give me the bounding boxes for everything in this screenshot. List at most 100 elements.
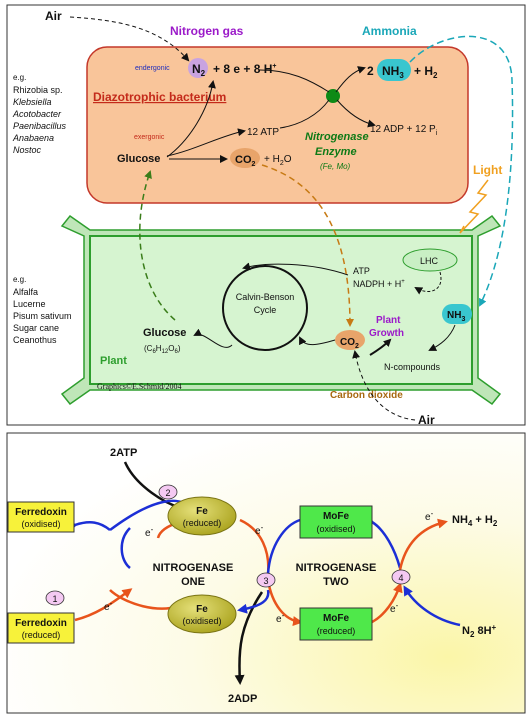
plant-atp: ATP	[353, 266, 370, 276]
fe-reduced-label-2: (reduced)	[183, 518, 222, 528]
step-3-circle	[256, 572, 276, 588]
bacterium-box	[86, 46, 469, 204]
svg-text:e.g.: e.g.	[13, 275, 26, 284]
example-item: Pisum sativum	[13, 311, 72, 321]
calvin-cycle	[222, 265, 308, 351]
light-bolt	[459, 179, 489, 234]
plant-glucose: Glucose	[143, 327, 186, 339]
svg-text:e-: e-	[390, 601, 399, 615]
h2-text: + H2	[414, 64, 438, 80]
plant-growth-2: Growth	[369, 328, 404, 339]
co2-text: CO2	[235, 154, 256, 168]
example-item: Paenibacillus	[13, 121, 67, 131]
nitrogenase-two-label-1: NITROGENASE	[296, 562, 377, 574]
svg-text:e-: e-	[145, 525, 154, 539]
mofe-ox-label-2: (oxidised)	[316, 524, 355, 534]
enzyme-label-2: Enzyme	[315, 146, 357, 158]
example-item: Rhizobia sp.	[13, 85, 63, 95]
ferredoxin-red-label-1: Ferredoxin	[15, 618, 67, 629]
example-item: Alfalfa	[13, 287, 38, 297]
example-item: Nostoc	[13, 145, 42, 155]
eq-two: 2	[367, 64, 374, 78]
svg-text:e-: e-	[425, 509, 434, 523]
example-item: Lucerne	[13, 299, 46, 309]
equation-reactants: + 8 e + 8 H+	[213, 62, 276, 76]
ferredoxin-oxidised-box	[7, 501, 75, 533]
example-item: Klebsiella	[13, 97, 52, 107]
step-1-circle	[45, 590, 65, 606]
calvin-label-2: Cycle	[254, 305, 277, 315]
bacterium-title: Diazotrophic bacterium	[93, 90, 226, 104]
nh3-node	[377, 59, 411, 81]
mofe-red-label-2: (reduced)	[317, 626, 356, 636]
ferredoxin-ox-label-2: (oxidised)	[21, 519, 60, 529]
enzyme-node	[326, 89, 340, 103]
air-top-label: Air	[45, 9, 62, 23]
glucose-label: Glucose	[117, 153, 160, 165]
electron-labels: e- e- e- e- e- e-	[104, 509, 434, 625]
step-1-label: 1	[52, 594, 57, 604]
svg-text:e-: e-	[104, 599, 113, 613]
calvin-label-1: Calvin-Benson	[236, 292, 295, 302]
light-label: Light	[473, 163, 502, 177]
n-compounds: N-compounds	[384, 362, 441, 372]
nitrogenase-one-label-1: NITROGENASE	[153, 562, 234, 574]
ammonia-label: Ammonia	[362, 24, 417, 38]
example-item: Acotobacter	[12, 109, 62, 119]
co2-transfer-arrow	[261, 164, 354, 327]
fe-oxidised-label-2: (oxidised)	[182, 616, 221, 626]
plant-nadph: NADPH + H+	[353, 279, 405, 289]
ferredoxin-reduced-box	[7, 612, 75, 644]
air-top-arrow	[69, 16, 190, 62]
plant-label: Plant	[100, 355, 127, 367]
mofe-red-label-1: MoFe	[323, 613, 350, 624]
ammonia-dash-arrow	[409, 35, 514, 307]
endergonic-label: endergonic	[135, 65, 170, 72]
fe-reduced-node	[167, 496, 237, 536]
enzyme-label-3: (Fe, Mo)	[320, 162, 351, 171]
example-item: Ceanothus	[13, 335, 57, 345]
step-3-label: 3	[263, 576, 268, 586]
step-4-circle	[391, 569, 411, 585]
glucose-transfer-arrow	[139, 170, 176, 321]
nh3-text: NH3	[382, 64, 404, 80]
step-2-label: 2	[165, 488, 170, 498]
mofe-ox-label-1: MoFe	[323, 511, 350, 522]
nitrogenase-one-label-2: ONE	[181, 576, 205, 588]
plant-growth-1: Plant	[376, 315, 401, 326]
step-2-circle	[158, 484, 178, 500]
mofe-oxidised-box	[299, 505, 373, 539]
n2-node	[188, 58, 208, 78]
plant-cell	[60, 214, 502, 406]
substrates-label: N2 8H+	[462, 623, 497, 639]
graphics-credit: Graphics©E.Schmid/2004	[97, 382, 182, 391]
fe-oxidised-label-1: Fe	[196, 604, 208, 615]
n2-text: N2	[192, 62, 206, 78]
adp-label: 12 ADP + 12 Pi	[370, 124, 438, 137]
ferredoxin-red-label-2: (reduced)	[22, 630, 61, 640]
svg-text:e-: e-	[255, 523, 264, 537]
bacteria-examples: e.g. Rhizobia sp. KlebsiellaAcotobacterPa…	[12, 73, 67, 155]
plant-nh3-node	[442, 304, 472, 324]
exergonic-label: exergonic	[134, 134, 165, 141]
h2o-text: + H2O	[264, 154, 292, 167]
atp-in-label: 2ATP	[110, 447, 137, 459]
co2-node	[230, 148, 260, 168]
ferredoxin-ox-label-1: Ferredoxin	[15, 507, 67, 518]
top-panel: Air Nitrogen gas Ammonia endergonic N2 +…	[6, 4, 526, 427]
plant-co2-text: CO2	[340, 337, 359, 350]
example-item: Anabaena	[12, 133, 54, 143]
mofe-reduced-box	[299, 607, 373, 641]
example-item: Sugar cane	[13, 323, 59, 333]
enzyme-label-1: Nitrogenase	[305, 131, 369, 143]
plant-co2-node	[335, 330, 365, 350]
svg-text:e.g.: e.g.	[13, 73, 26, 82]
nitrogenase-two-label-2: TWO	[323, 576, 349, 588]
plant-glucose-formula: (C6H12O6)	[144, 344, 181, 355]
lhc-label: LHC	[420, 256, 439, 266]
products-label: NH4 + H2	[452, 514, 498, 528]
nitrogen-gas-label: Nitrogen gas	[170, 24, 244, 38]
atp-label: 12 ATP	[247, 127, 279, 138]
